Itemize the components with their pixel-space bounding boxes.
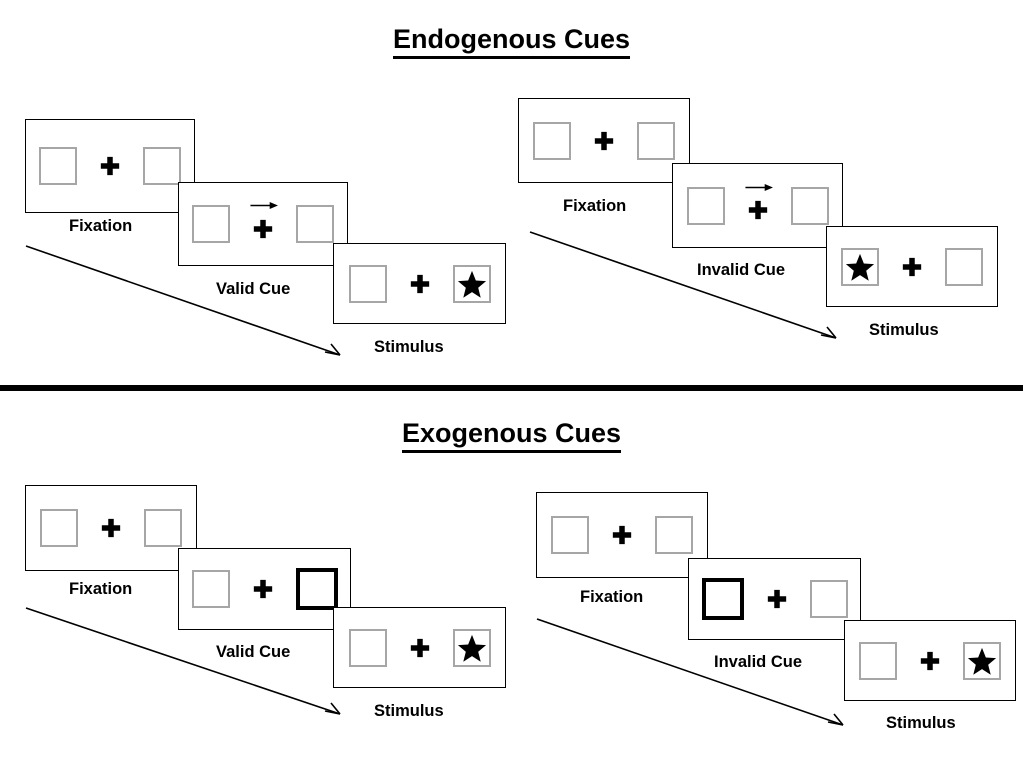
stimulus-square-left (40, 509, 78, 547)
panel-endogenous-valid-cue[interactable] (178, 182, 348, 266)
section-title-endogenous: Endogenous Cues (0, 24, 1023, 59)
target-star-icon (967, 647, 997, 675)
fixation-plus-icon (101, 518, 121, 538)
fixation-center (760, 576, 794, 622)
caption-endogenous-invalid-fixation: Fixation (563, 197, 627, 215)
cue-square-left (701, 578, 744, 620)
fixation-plus-icon (253, 219, 273, 238)
stimulus-square-right (809, 580, 848, 618)
stimulus-square-left (348, 628, 387, 667)
stimulus-square-right (452, 628, 491, 667)
caption-exogenous-valid-fixation: Fixation (69, 580, 133, 598)
cue-square-right (295, 568, 338, 610)
fixation-plus-icon (612, 525, 632, 545)
cue-arrow-right-icon (744, 183, 773, 191)
fixation-center (403, 625, 437, 671)
panel-endogenous-invalid-fixation[interactable] (518, 98, 690, 183)
stimulus-square-right (790, 186, 829, 225)
stimulus-square-left (191, 570, 230, 608)
stimulus-square-left (192, 205, 230, 243)
fixation-center (605, 512, 639, 558)
target-star-icon (457, 270, 486, 298)
stimulus-square-right (143, 147, 181, 185)
fixation-center (246, 566, 280, 612)
section-title-endogenous-text: Endogenous Cues (392, 24, 630, 59)
fixation-plus-icon (410, 638, 429, 657)
panel-endogenous-valid-fixation[interactable] (25, 119, 195, 213)
caption-endogenous-valid-stimulus: Stimulus (374, 338, 444, 356)
fixation-plus-icon (920, 651, 940, 670)
fixation-plus-icon (410, 274, 429, 293)
fixation-center (403, 261, 437, 307)
panel-exogenous-invalid-fixation[interactable] (536, 492, 708, 578)
panel-exogenous-valid-stimulus[interactable] (333, 607, 506, 688)
section-title-exogenous-text: Exogenous Cues (401, 418, 622, 453)
fixation-center (93, 143, 127, 189)
section-title-exogenous: Exogenous Cues (0, 418, 1023, 453)
section-divider (0, 385, 1023, 391)
fixation-plus-icon (100, 156, 120, 176)
stimulus-square-left (686, 186, 725, 225)
stimulus-square-left (859, 641, 897, 680)
stimulus-square-left (551, 516, 589, 554)
fixation-center (913, 638, 947, 684)
fixation-center (895, 244, 929, 290)
caption-endogenous-valid-cue: Valid Cue (216, 280, 291, 298)
caption-exogenous-valid-stimulus: Stimulus (374, 702, 444, 720)
fixation-plus-icon (902, 257, 922, 276)
panel-exogenous-valid-fixation[interactable] (25, 485, 197, 571)
caption-endogenous-invalid-cue: Invalid Cue (697, 261, 786, 279)
caption-endogenous-valid-fixation: Fixation (69, 217, 133, 235)
caption-exogenous-invalid-cue: Invalid Cue (714, 653, 803, 671)
fixation-center (246, 201, 280, 247)
panel-endogenous-valid-stimulus[interactable] (333, 243, 506, 324)
stimulus-square-left (39, 147, 77, 185)
fixation-plus-icon (767, 589, 786, 609)
stimulus-square-right (963, 641, 1001, 680)
stimulus-square-left (348, 264, 387, 303)
caption-endogenous-invalid-stimulus: Stimulus (869, 321, 939, 339)
stimulus-square-right (296, 205, 334, 243)
stimulus-square-left (533, 121, 571, 160)
panel-exogenous-valid-cue[interactable] (178, 548, 351, 630)
target-star-icon (457, 634, 486, 662)
panel-endogenous-invalid-cue[interactable] (672, 163, 843, 248)
target-star-icon (845, 253, 875, 281)
panel-endogenous-invalid-stimulus[interactable] (826, 226, 998, 307)
fixation-center (741, 183, 775, 229)
fixation-plus-icon (594, 131, 614, 150)
caption-exogenous-invalid-fixation: Fixation (580, 588, 644, 606)
cue-arrow-right-icon (250, 202, 278, 209)
fixation-plus-icon (748, 200, 767, 220)
fixation-center (587, 118, 621, 164)
panel-exogenous-invalid-stimulus[interactable] (844, 620, 1016, 701)
stimulus-square-right (144, 509, 182, 547)
fixation-center (94, 505, 128, 551)
stimulus-square-right (945, 247, 983, 286)
stimulus-square-right (637, 121, 675, 160)
panel-exogenous-invalid-cue[interactable] (688, 558, 861, 640)
stimulus-square-left (841, 247, 879, 286)
stimulus-square-right (452, 264, 491, 303)
fixation-plus-icon (253, 579, 272, 599)
caption-exogenous-invalid-stimulus: Stimulus (886, 714, 956, 732)
caption-exogenous-valid-cue: Valid Cue (216, 643, 291, 661)
stimulus-square-right (655, 516, 693, 554)
